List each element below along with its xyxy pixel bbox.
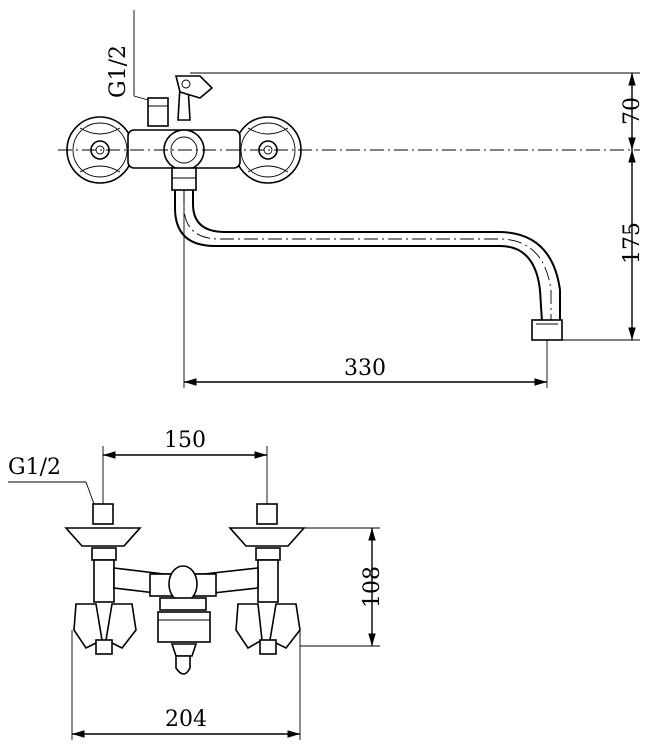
aerator-nozzle [531, 319, 563, 341]
dim-lower-height: 175 [620, 222, 645, 264]
spout-nut [171, 167, 197, 191]
left-inlet-column [64, 503, 142, 655]
dim-height: 108 [360, 566, 385, 608]
thread-label-top: G1/2 [106, 45, 131, 98]
spout-outlet [175, 655, 191, 675]
spout-pipe [174, 188, 563, 341]
inlet-connector [147, 97, 169, 127]
front-view: G1/2 150 108 204 [8, 428, 385, 740]
front-mixer-body [113, 565, 259, 675]
dim-center-distance: 150 [164, 428, 206, 453]
dim-spout-length: 330 [344, 356, 386, 381]
right-inlet-column [228, 503, 306, 655]
top-view: G1/2 70 175 330 [58, 10, 645, 388]
dim-total-width: 204 [165, 707, 207, 732]
diverter-lever [174, 75, 214, 121]
thread-label-front: G1/2 [8, 455, 61, 480]
dim-upper-height: 70 [620, 97, 645, 125]
